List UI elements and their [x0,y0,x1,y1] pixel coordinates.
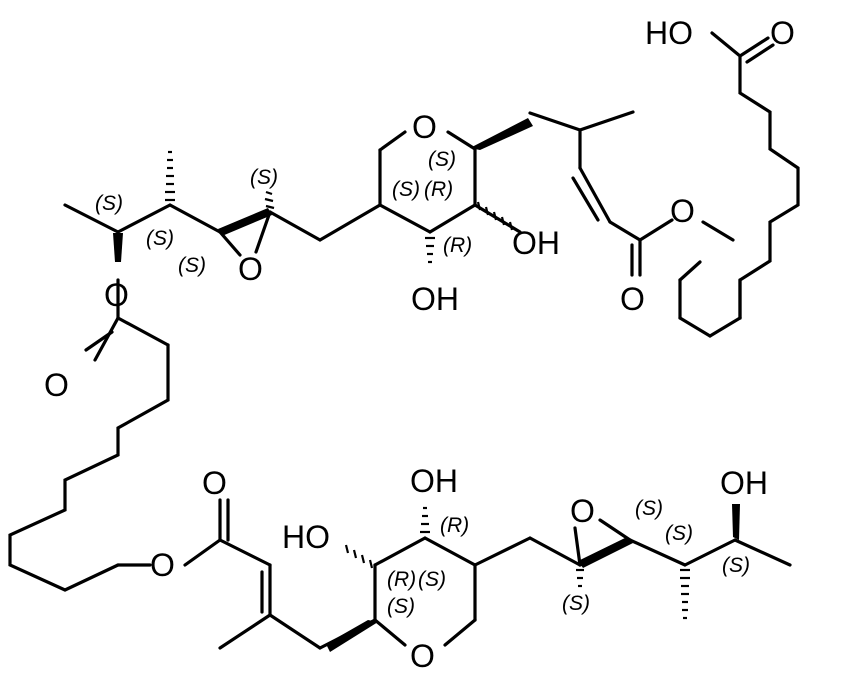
atom-ester-left-co: O [44,367,69,403]
hash-bottom-oh1 [420,506,430,534]
wedge-bonds [113,118,740,652]
atom-ester-top-o: O [670,193,695,229]
stereo-bot-5: (S) [562,592,590,615]
stereo-top-4: (S) [178,254,206,277]
atom-ester-top-co: O [620,281,645,317]
stereo-top-7: (R) [424,178,453,201]
atom-ring-top-o: O [412,109,437,145]
atom-ring-bot-o: O [410,638,435,674]
stereo-top-3: (S) [146,227,174,250]
stereo-top-5: (S) [428,148,456,171]
atom-hooc-oh: HO [645,15,693,51]
stereo-top-1: (S) [250,166,278,189]
hash-top-methyl [165,150,175,202]
atom-ring-bot-oh2: HO [282,519,330,555]
stereo-bot-3: (S) [418,568,446,591]
hashed-bonds [165,150,690,620]
atom-ring-top-oh1: OH [512,225,560,261]
atom-labels: HO O O OH OH O O O O O O O OH HO O O OH [44,15,795,674]
hash-bottom-methyl [680,568,690,620]
atom-ring-bot-oh1: OH [410,463,458,499]
atom-ring-top-oh2: OH [411,281,459,317]
stereo-bot-6: (S) [635,497,663,520]
stereo-bot-7: (S) [665,522,693,545]
atom-ester-mid-o: O [150,547,175,583]
hash-top-oh2 [425,236,435,264]
bond-lines [8,31,800,650]
stereo-top-2: (S) [95,192,123,215]
stereo-top-6: (S) [392,178,420,201]
stereo-bot-1: (R) [440,514,469,537]
hash-top-epoxide-h [264,190,275,210]
atom-epox-bot-o: O [570,493,595,529]
atom-hooc-o: O [770,15,795,51]
stereo-bot-2: (R) [387,568,416,591]
hash-bottom-oh2 [344,544,374,569]
atom-epox-top-o: O [238,251,263,287]
stereo-descriptors: (S) (S) (S) (S) (S) (S) (R) (R) (R) (R) … [95,148,750,618]
atom-ester-mid-co: O [202,465,227,501]
hash-top-oh1 [476,201,514,231]
atom-tail-oh: OH [720,465,768,501]
stereo-bot-8: (S) [722,554,750,577]
atom-ester-left-o: O [104,277,129,313]
stereo-top-8: (R) [443,234,472,257]
hash-bottom-epoxide-h [576,568,584,588]
stereo-bot-4: (S) [387,595,415,618]
